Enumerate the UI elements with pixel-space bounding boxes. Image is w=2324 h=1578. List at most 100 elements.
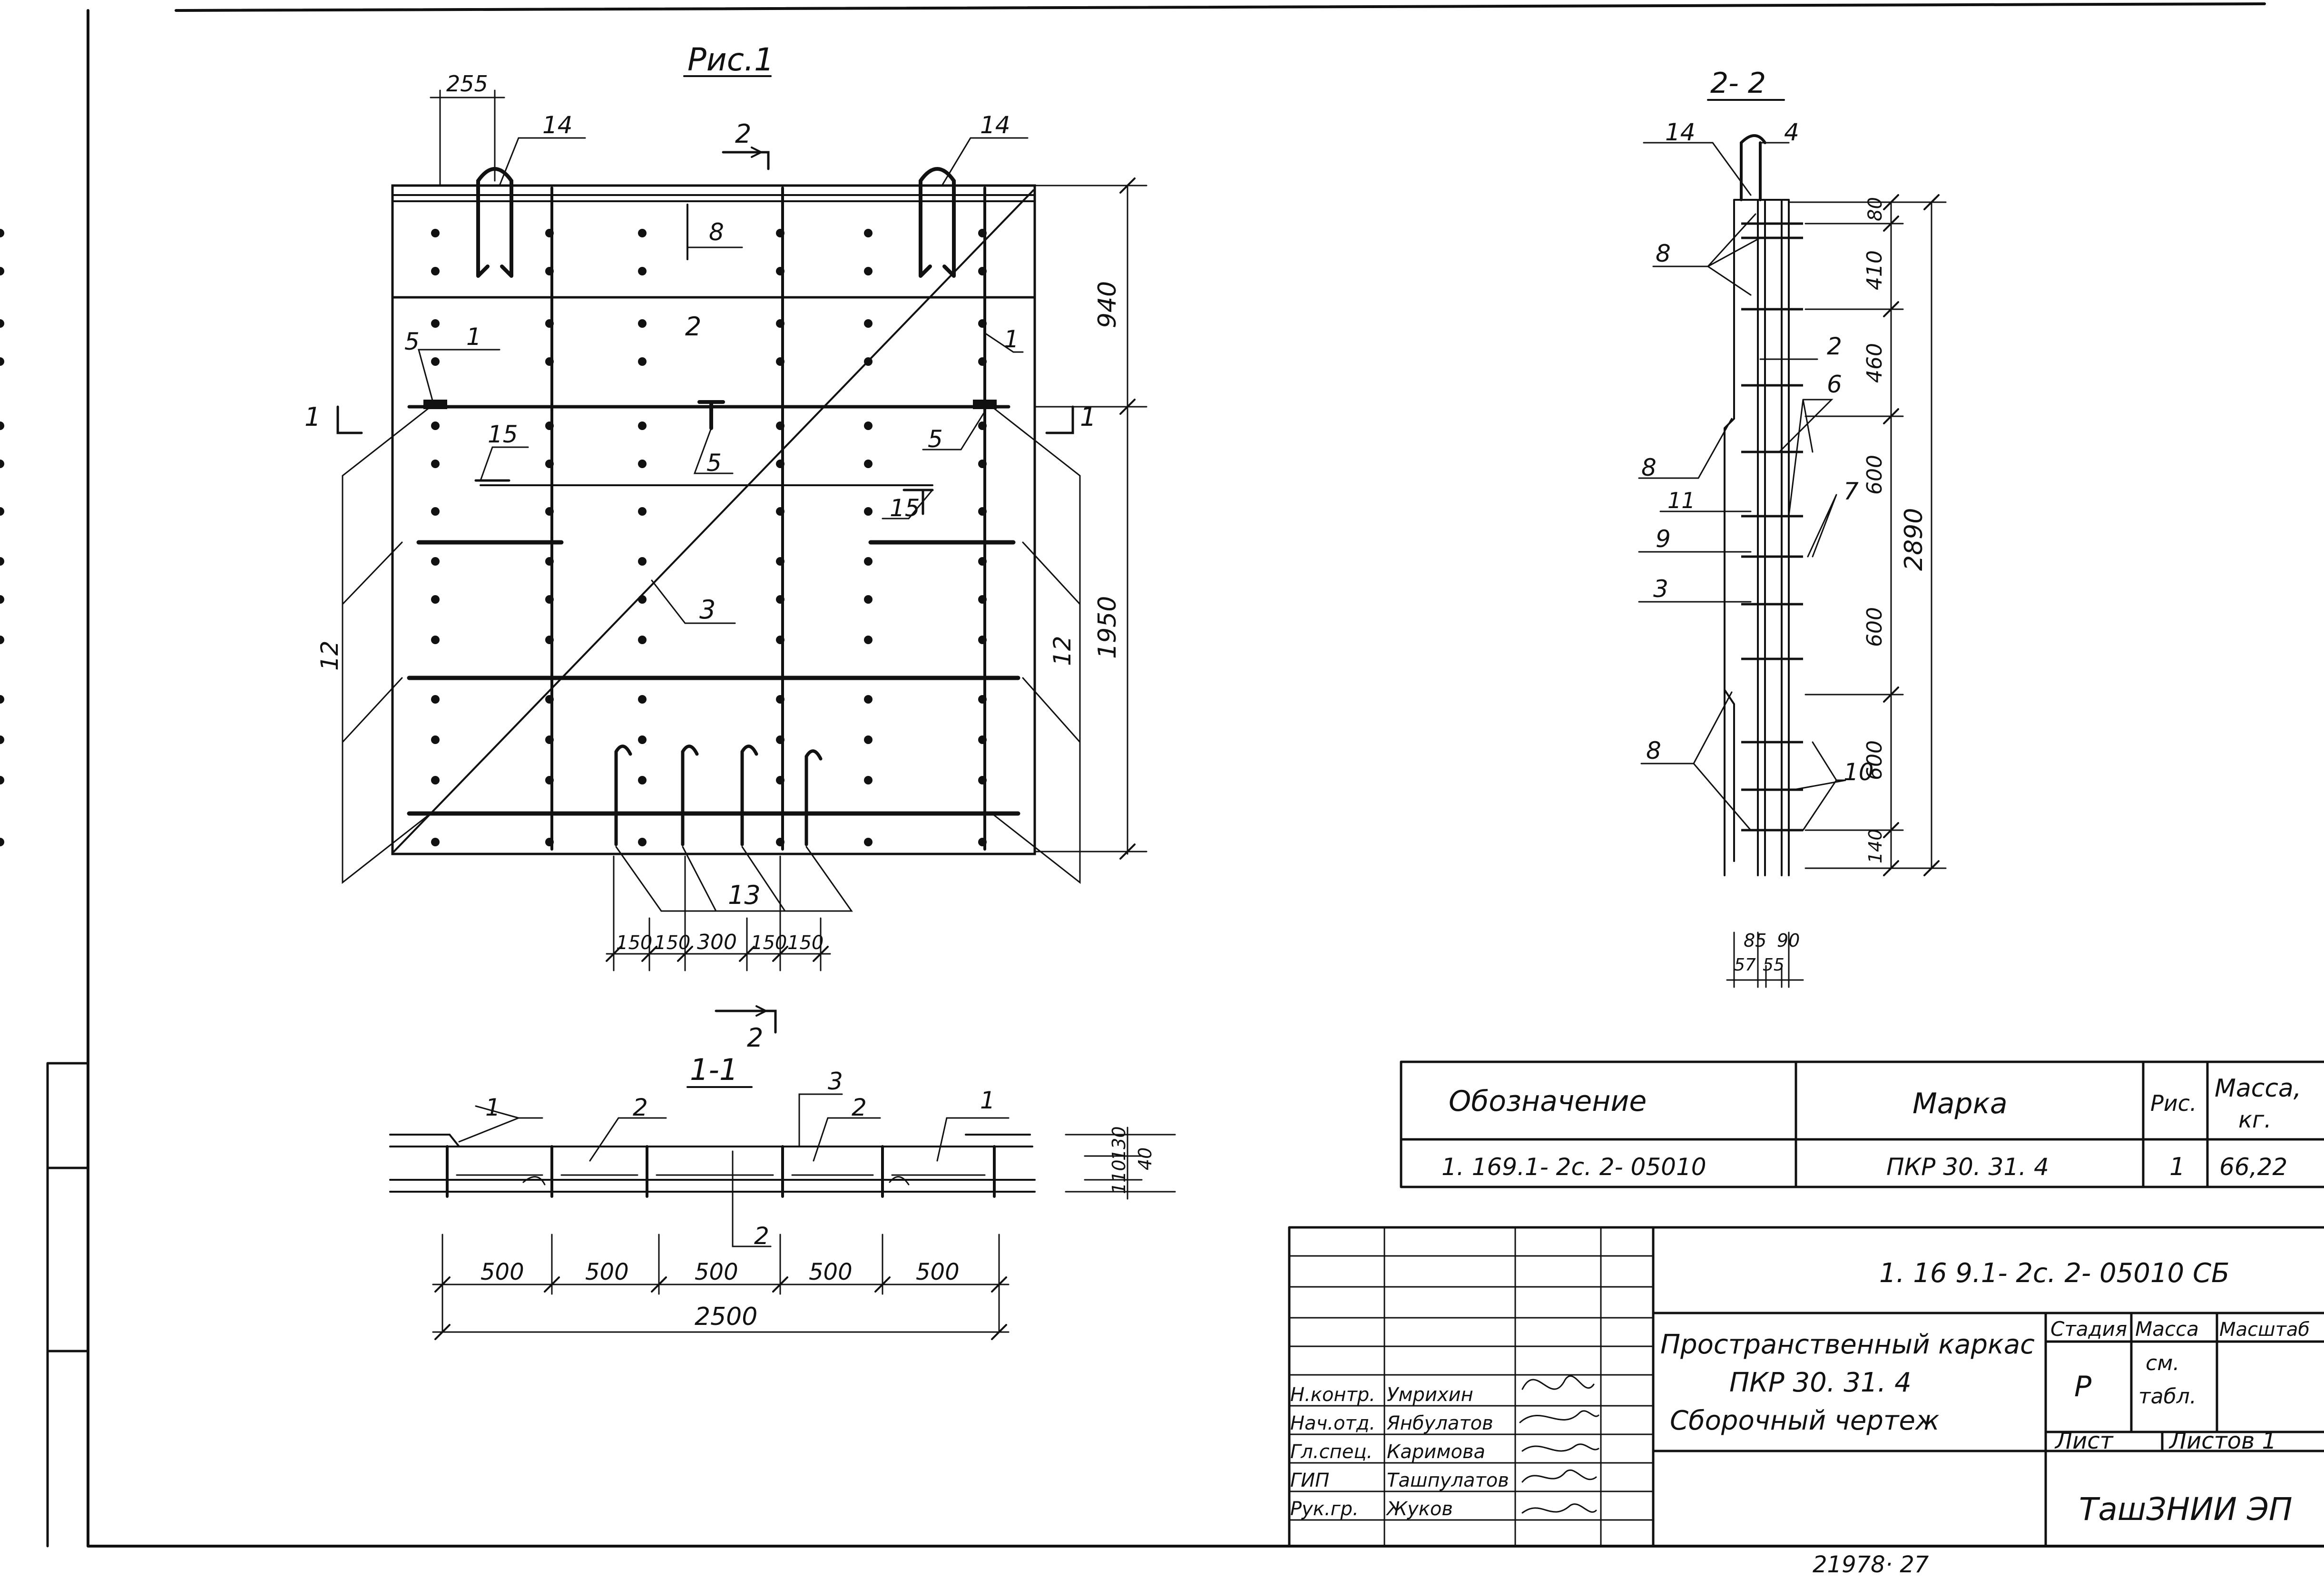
sec11-label-2b: 2 (852, 1094, 867, 1121)
sec22-dim-90: 90 (1777, 930, 1800, 951)
sec22-dim-2890: 2890 (1900, 508, 1928, 571)
titleblock-scale-header: Масштаб (2219, 1319, 2310, 1341)
sec22-label-8b: 8 (1641, 454, 1657, 481)
fig1-label-1b: 1 (1004, 325, 1019, 353)
fig1-label-3: 3 (699, 595, 716, 625)
titleblock-name-line3: Сборочный чертеж (1670, 1405, 1939, 1436)
sec22-label-4: 4 (1784, 118, 1799, 146)
fig1-label-1a: 1 (466, 323, 481, 351)
sec11-dim-40: 40 (1135, 1147, 1156, 1170)
fig1-section-mark-2-bottom: 2 (747, 1023, 763, 1053)
sec22-dim-410: 410 (1863, 250, 1887, 290)
titleblock-role-5: Рук.гр. (1290, 1498, 1359, 1520)
titleblock-name-3: Каримова (1387, 1441, 1485, 1463)
titleblock-stage: Р (2074, 1370, 2092, 1403)
sec22-label-8a: 8 (1656, 240, 1671, 267)
figure-title: Рис.1 (687, 41, 774, 78)
sec22-label-11: 11 (1667, 488, 1696, 513)
sec22-dim-600a: 600 (1863, 455, 1887, 495)
fig1-label-13: 13 (728, 880, 761, 910)
fig1-dim-1950: 1950 (1093, 596, 1122, 659)
fig1-label-15a: 15 (488, 421, 518, 448)
fig1-leaders (418, 137, 1029, 912)
titleblock-sheet-header: Лист (2054, 1428, 2114, 1454)
titleblock-code: 1. 16 9.1- 2с. 2- 05010 СБ (1879, 1258, 2229, 1289)
fig1-section-mark-1-left: 1 (304, 402, 321, 432)
spec-row-designation: 1. 169.1- 2с. 2- 05010 (1441, 1153, 1706, 1181)
fig1-label-8: 8 (709, 218, 724, 246)
sec11-dim-500-2: 500 (585, 1259, 629, 1285)
fig1-bottom-dim-2: 150 (654, 932, 690, 954)
sec11-label-1b: 1 (980, 1087, 995, 1114)
sec22-label-7: 7 (1844, 478, 1859, 505)
fig1-label-14b: 14 (980, 111, 1010, 139)
titleblock-role-3: Гл.спец. (1290, 1441, 1373, 1463)
fig1-label-15b: 15 (890, 494, 920, 522)
fig1-bottom-dim-3: 300 (697, 930, 737, 954)
spec-header-mark: Марка (1912, 1087, 2008, 1120)
section-2-2-bars (1741, 222, 1803, 832)
fig1-bottom-dim-4: 150 (751, 932, 787, 954)
sec22-dim-80: 80 (1864, 197, 1886, 221)
title-block: 1. 16 9.1- 2с. 2- 05010 СБ Пространствен… (1288, 1226, 2324, 1548)
sec11-dim-500-5: 500 (916, 1259, 960, 1285)
section-1-1-title: 1-1 (690, 1052, 738, 1087)
fig1-label-5a: 5 (404, 328, 420, 355)
fig1-label-12b: 12 (1049, 636, 1076, 666)
sec22-dim-57: 57 (1734, 955, 1756, 975)
fig1-label-5b: 5 (706, 449, 722, 477)
spec-header-fig: Рис. (2150, 1090, 2197, 1116)
section-2-2-title: 2- 2 (1710, 67, 1766, 100)
sec22-label-14: 14 (1665, 118, 1696, 146)
sec11-dim-500-3: 500 (695, 1259, 738, 1285)
fig1-label-12a: 12 (316, 640, 343, 671)
sec22-dim-600b: 600 (1863, 607, 1887, 647)
sec22-label-2: 2 (1827, 333, 1842, 360)
titleblock-name-2: Янбулатов (1386, 1412, 1493, 1434)
titleblock-sheets-header: Листов 1 (2168, 1428, 2276, 1454)
spec-header-mass: Масса, (2215, 1074, 2301, 1103)
titleblock-mass-line2: табл. (2138, 1384, 2197, 1409)
sec11-dim-130: 130 (1108, 1126, 1129, 1161)
titleblock-role-2: Нач.отд. (1290, 1412, 1375, 1434)
sec22-dim-140: 140 (1865, 829, 1886, 863)
specification-table: Обозначение Марка Рис. Масса, кг. 1. 169… (1400, 1060, 2324, 1188)
fig1-section-mark-2-top: 2 (735, 119, 751, 149)
sec22-dim-460: 460 (1863, 343, 1887, 383)
sheet-border (46, 2, 2324, 1548)
sec22-label-8c: 8 (1646, 737, 1661, 764)
fig1-label-14a: 14 (542, 111, 573, 139)
fig1-dim-940: 940 (1093, 281, 1122, 328)
section-1-1: 1-1 1 2 3 2 1 2 500 500 500 500 500 2500… (389, 1052, 1176, 1340)
fig1-label-2: 2 (685, 312, 701, 342)
spec-header-designation: Обозначение (1449, 1085, 1647, 1118)
figure-1-elevation: Рис.1 (0, 41, 1147, 1053)
sec11-label-2a: 2 (633, 1094, 648, 1121)
titleblock-mass-header: Масса (2135, 1317, 2199, 1341)
titleblock-name-5: Жуков (1385, 1498, 1453, 1520)
titleblock-name-line2: ПКР 30. 31. 4 (1729, 1367, 1912, 1398)
spec-row-fig: 1 (2169, 1153, 2185, 1181)
sec22-dim-600c: 600 (1863, 740, 1887, 780)
spec-row-mass: 66,22 (2219, 1153, 2287, 1181)
sec11-dim-2500: 2500 (695, 1303, 757, 1331)
sec22-dim-85: 85 (1744, 930, 1766, 951)
sec22-label-10: 10 (1844, 758, 1874, 786)
fig1-dim-255: 255 (446, 71, 488, 97)
fig1-bottom-dim-1: 150 (616, 932, 652, 954)
bar-dot-columns (0, 229, 987, 846)
spec-row-mark: ПКР 30. 31. 4 (1886, 1153, 2049, 1181)
sec22-label-9: 9 (1656, 525, 1671, 553)
titleblock-role-4: ГИП (1290, 1470, 1329, 1491)
fig1-section-mark-1-right: 1 (1080, 402, 1096, 432)
titleblock-stage-header: Стадия (2050, 1317, 2127, 1341)
fig1-label-5c: 5 (928, 425, 943, 453)
titleblock-name-1: Умрихин (1387, 1384, 1473, 1406)
sec22-dim-55: 55 (1763, 955, 1785, 975)
titleblock-name-4: Ташпулатов (1387, 1470, 1509, 1491)
titleblock-role-1: Н.контр. (1290, 1384, 1375, 1406)
signatures (1519, 1375, 1599, 1514)
titleblock-mass-line1: см. (2146, 1351, 2179, 1375)
sec11-dim-500-1: 500 (480, 1259, 524, 1285)
